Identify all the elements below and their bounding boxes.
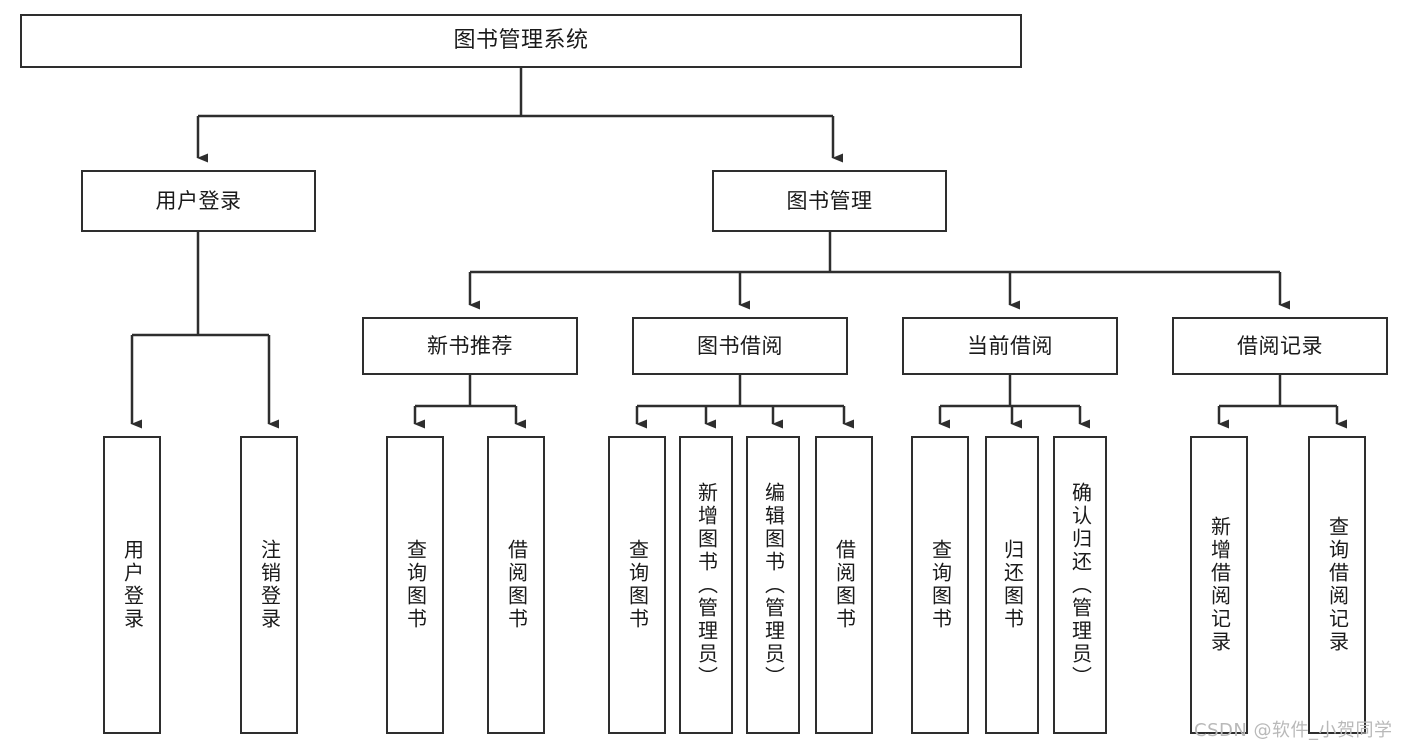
node-label: 借阅记录 [1237,333,1323,358]
node-label: 查询图书 [403,539,428,631]
node-label: 新增借阅记录 [1207,516,1232,654]
node-label: 新书推荐 [427,333,513,358]
node-user-login[interactable]: 用户登录 [81,170,316,232]
node-label: 查询图书 [625,539,650,631]
node-label: 当前借阅 [967,333,1053,358]
leaf-edit-book-admin[interactable]: 编辑图书（管理员） [746,436,800,734]
node-root-book-management-system[interactable]: 图书管理系统 [20,14,1022,68]
node-label: 查询图书 [928,539,953,631]
leaf-borrow-book[interactable]: 借阅图书 [815,436,873,734]
leaf-add-book-admin[interactable]: 新增图书（管理员） [679,436,733,734]
leaf-query-book-borrow[interactable]: 查询图书 [608,436,666,734]
node-current-borrow[interactable]: 当前借阅 [902,317,1118,375]
node-label: 借阅图书 [832,539,857,631]
node-label: 图书管理 [786,188,873,213]
node-label: 查询借阅记录 [1325,516,1350,654]
leaf-user-login[interactable]: 用户登录 [103,436,161,734]
leaf-logout-login[interactable]: 注销登录 [240,436,298,734]
node-label: 注销登录 [257,539,282,631]
node-label: 确认归还（管理员） [1068,481,1093,689]
node-label: 借阅图书 [504,539,529,631]
leaf-borrow-book-newbook[interactable]: 借阅图书 [487,436,545,734]
node-label: 归还图书 [1000,539,1025,631]
node-book-borrow[interactable]: 图书借阅 [632,317,848,375]
node-label: 用户登录 [120,539,145,631]
csdn-watermark: CSDN @软件_小贺同学 [1194,720,1393,741]
leaf-confirm-return-admin[interactable]: 确认归还（管理员） [1053,436,1107,734]
leaf-query-book-newbook[interactable]: 查询图书 [386,436,444,734]
node-borrow-record[interactable]: 借阅记录 [1172,317,1388,375]
node-label: 编辑图书（管理员） [761,481,786,689]
node-label: 图书借阅 [697,333,783,358]
node-label: 图书管理系统 [453,28,589,54]
node-book-management[interactable]: 图书管理 [712,170,947,232]
leaf-return-book[interactable]: 归还图书 [985,436,1039,734]
leaf-query-borrow-record[interactable]: 查询借阅记录 [1308,436,1366,734]
node-new-book-recommend[interactable]: 新书推荐 [362,317,578,375]
leaf-query-book-current[interactable]: 查询图书 [911,436,969,734]
node-label: 新增图书（管理员） [694,481,719,689]
leaf-add-borrow-record[interactable]: 新增借阅记录 [1190,436,1248,734]
node-label: 用户登录 [155,188,242,213]
